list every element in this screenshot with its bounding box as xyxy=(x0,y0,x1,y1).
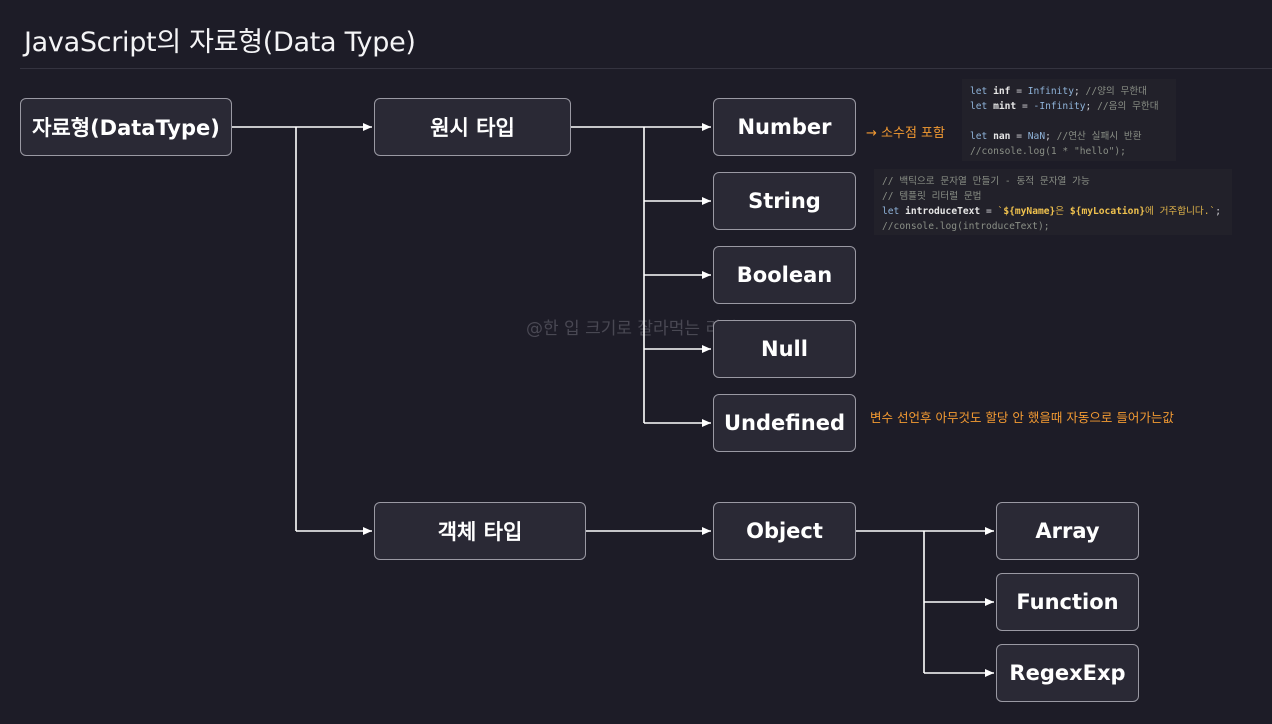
node-boolean: Boolean xyxy=(713,246,856,304)
node-root-datatype: 자료형(DataType) xyxy=(20,98,232,156)
code-template-expr: ${myName} xyxy=(1003,206,1056,217)
code-operator: = xyxy=(980,206,998,217)
code-comment: //양의 무한대 xyxy=(1079,86,1148,97)
code-semicolon: ; xyxy=(1215,206,1222,217)
number-annotation: → 소수점 포함 xyxy=(866,126,945,141)
code-comment: //음의 무한대 xyxy=(1091,101,1159,112)
code-operator: = xyxy=(1016,101,1034,112)
code-string: ` xyxy=(997,206,1004,217)
code-value: NaN xyxy=(1027,131,1046,142)
node-array: Array xyxy=(996,502,1139,560)
code-string: 은 xyxy=(1055,206,1070,217)
node-null: Null xyxy=(713,320,856,378)
code-template-expr: ${myLocation} xyxy=(1069,206,1145,217)
code-line: // 템플릿 리터럴 문법 xyxy=(882,191,982,202)
code-variable: mint xyxy=(993,101,1017,112)
code-semicolon: ; xyxy=(1085,101,1092,112)
code-line: let inf = Infinity; //양의 무한대 xyxy=(970,86,1147,97)
node-number: Number xyxy=(713,98,856,156)
code-keyword: let xyxy=(882,206,900,217)
node-primitive-type: 원시 타입 xyxy=(374,98,571,156)
code-operator: = xyxy=(1010,86,1028,97)
page-title: JavaScript의 자료형(Data Type) xyxy=(24,27,416,58)
code-operator: = xyxy=(1010,131,1028,142)
code-variable: nan xyxy=(993,131,1011,142)
code-line: let nan = NaN; //연산 실패시 반환 xyxy=(970,131,1142,142)
title-divider xyxy=(20,68,1272,69)
code-comment: //연산 실패시 반환 xyxy=(1050,131,1142,142)
code-semicolon: ; xyxy=(1073,86,1080,97)
code-string: 에 거주합니다.` xyxy=(1145,206,1216,217)
code-line: let mint = -Infinity; //음의 무한대 xyxy=(970,101,1159,112)
node-object-type: 객체 타입 xyxy=(374,502,586,560)
code-snippet-string: // 백틱으로 문자열 만들기 - 동적 문자열 가능 // 템플릿 리터럴 문… xyxy=(874,169,1232,235)
code-keyword: let xyxy=(970,131,988,142)
code-value: Infinity xyxy=(1027,86,1074,97)
code-keyword: let xyxy=(970,86,988,97)
watermark: @한 입 크기로 잘라먹는 리액트 xyxy=(526,319,753,339)
node-string: String xyxy=(713,172,856,230)
node-function: Function xyxy=(996,573,1139,631)
code-line: //console.log(1 * "hello"); xyxy=(970,146,1126,157)
node-regexexp: RegexExp xyxy=(996,644,1139,702)
node-undefined: Undefined xyxy=(713,394,856,452)
code-variable: inf xyxy=(993,86,1011,97)
node-object: Object xyxy=(713,502,856,560)
undefined-annotation: 변수 선언후 아무것도 할당 안 했을때 자동으로 들어가는값 xyxy=(870,410,1174,425)
code-line: //console.log(introduceText); xyxy=(882,221,1050,232)
code-semicolon: ; xyxy=(1045,131,1051,142)
code-line: let introduceText = `${myName}은 ${myLoca… xyxy=(882,206,1221,217)
code-keyword: let xyxy=(970,101,988,112)
code-line: // 백틱으로 문자열 만들기 - 동적 문자열 가능 xyxy=(882,176,1090,187)
code-snippet-number: let inf = Infinity; //양의 무한대 let mint = … xyxy=(962,79,1176,161)
code-variable: introduceText xyxy=(905,206,981,217)
code-value: -Infinity xyxy=(1033,101,1086,112)
